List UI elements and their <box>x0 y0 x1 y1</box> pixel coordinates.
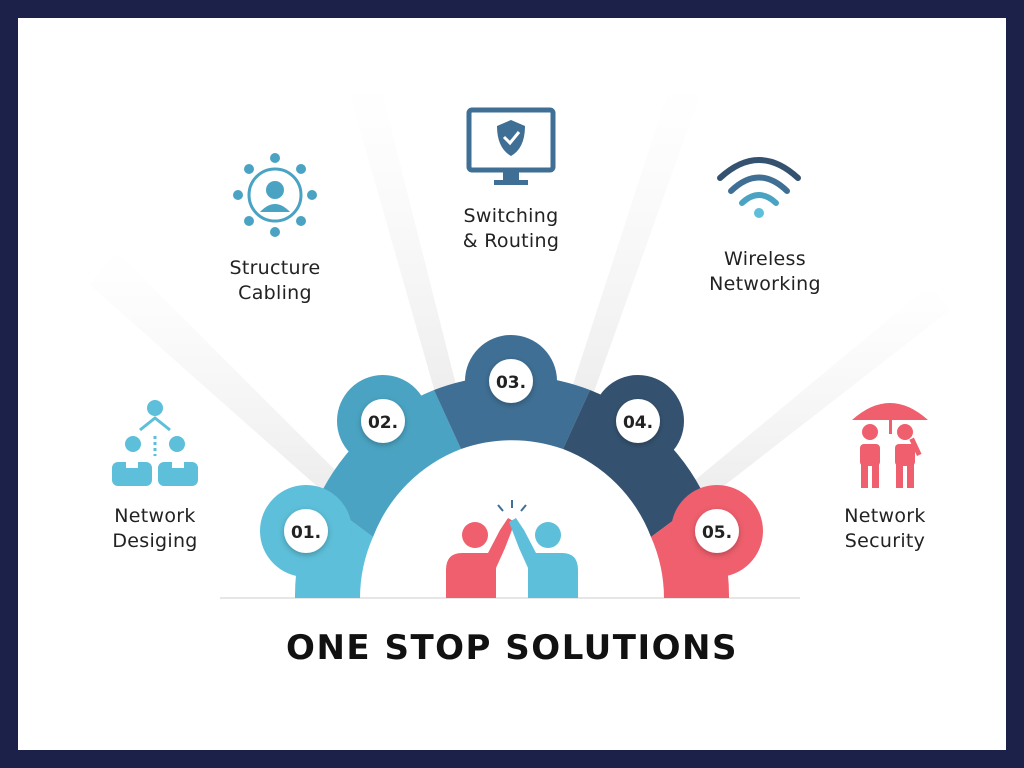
step-label-03-line1: Switching <box>463 205 559 227</box>
step-label-01-line2: Desiging <box>112 530 198 552</box>
step-label-05-line1: Network <box>844 505 926 527</box>
number-badges: 01. 02. 03. 04. 05. <box>284 359 739 553</box>
step-label-02-line2: Cabling <box>238 282 312 304</box>
wifi-icon <box>717 157 801 218</box>
network-user-icon <box>233 153 317 237</box>
step-number-02: 02. <box>368 413 398 433</box>
step-badge-05: 05. <box>695 509 739 553</box>
step-label-01: Network Desiging <box>90 504 220 554</box>
step-label-03-line2: & Routing <box>462 230 560 252</box>
page-title: ONE STOP SOLUTIONS <box>286 628 738 668</box>
background-rays <box>90 85 950 520</box>
step-badge-03: 03. <box>489 359 533 403</box>
high-five-icon <box>446 500 578 598</box>
step-label-05-line2: Security <box>844 530 926 552</box>
monitor-shield-icon <box>466 107 556 185</box>
step-label-03: Switching & Routing <box>446 204 576 254</box>
step-label-04-line2: Networking <box>709 273 821 295</box>
organization-chart-icon <box>112 400 198 486</box>
umbrella-people-icon <box>852 403 928 488</box>
step-label-02: Structure Cabling <box>210 256 340 306</box>
step-badge-02: 02. <box>361 399 405 443</box>
step-label-04: Wireless Networking <box>690 247 840 297</box>
step-label-01-line1: Network <box>114 505 196 527</box>
step-number-05: 05. <box>702 523 732 543</box>
step-number-04: 04. <box>623 413 653 433</box>
step-number-03: 03. <box>496 373 526 393</box>
step-number-01: 01. <box>291 523 321 543</box>
step-label-05: Network Security <box>820 504 950 554</box>
step-label-02-line1: Structure <box>229 257 321 279</box>
step-badge-04: 04. <box>616 399 660 443</box>
step-label-04-line1: Wireless <box>724 248 806 270</box>
step-badge-01: 01. <box>284 509 328 553</box>
